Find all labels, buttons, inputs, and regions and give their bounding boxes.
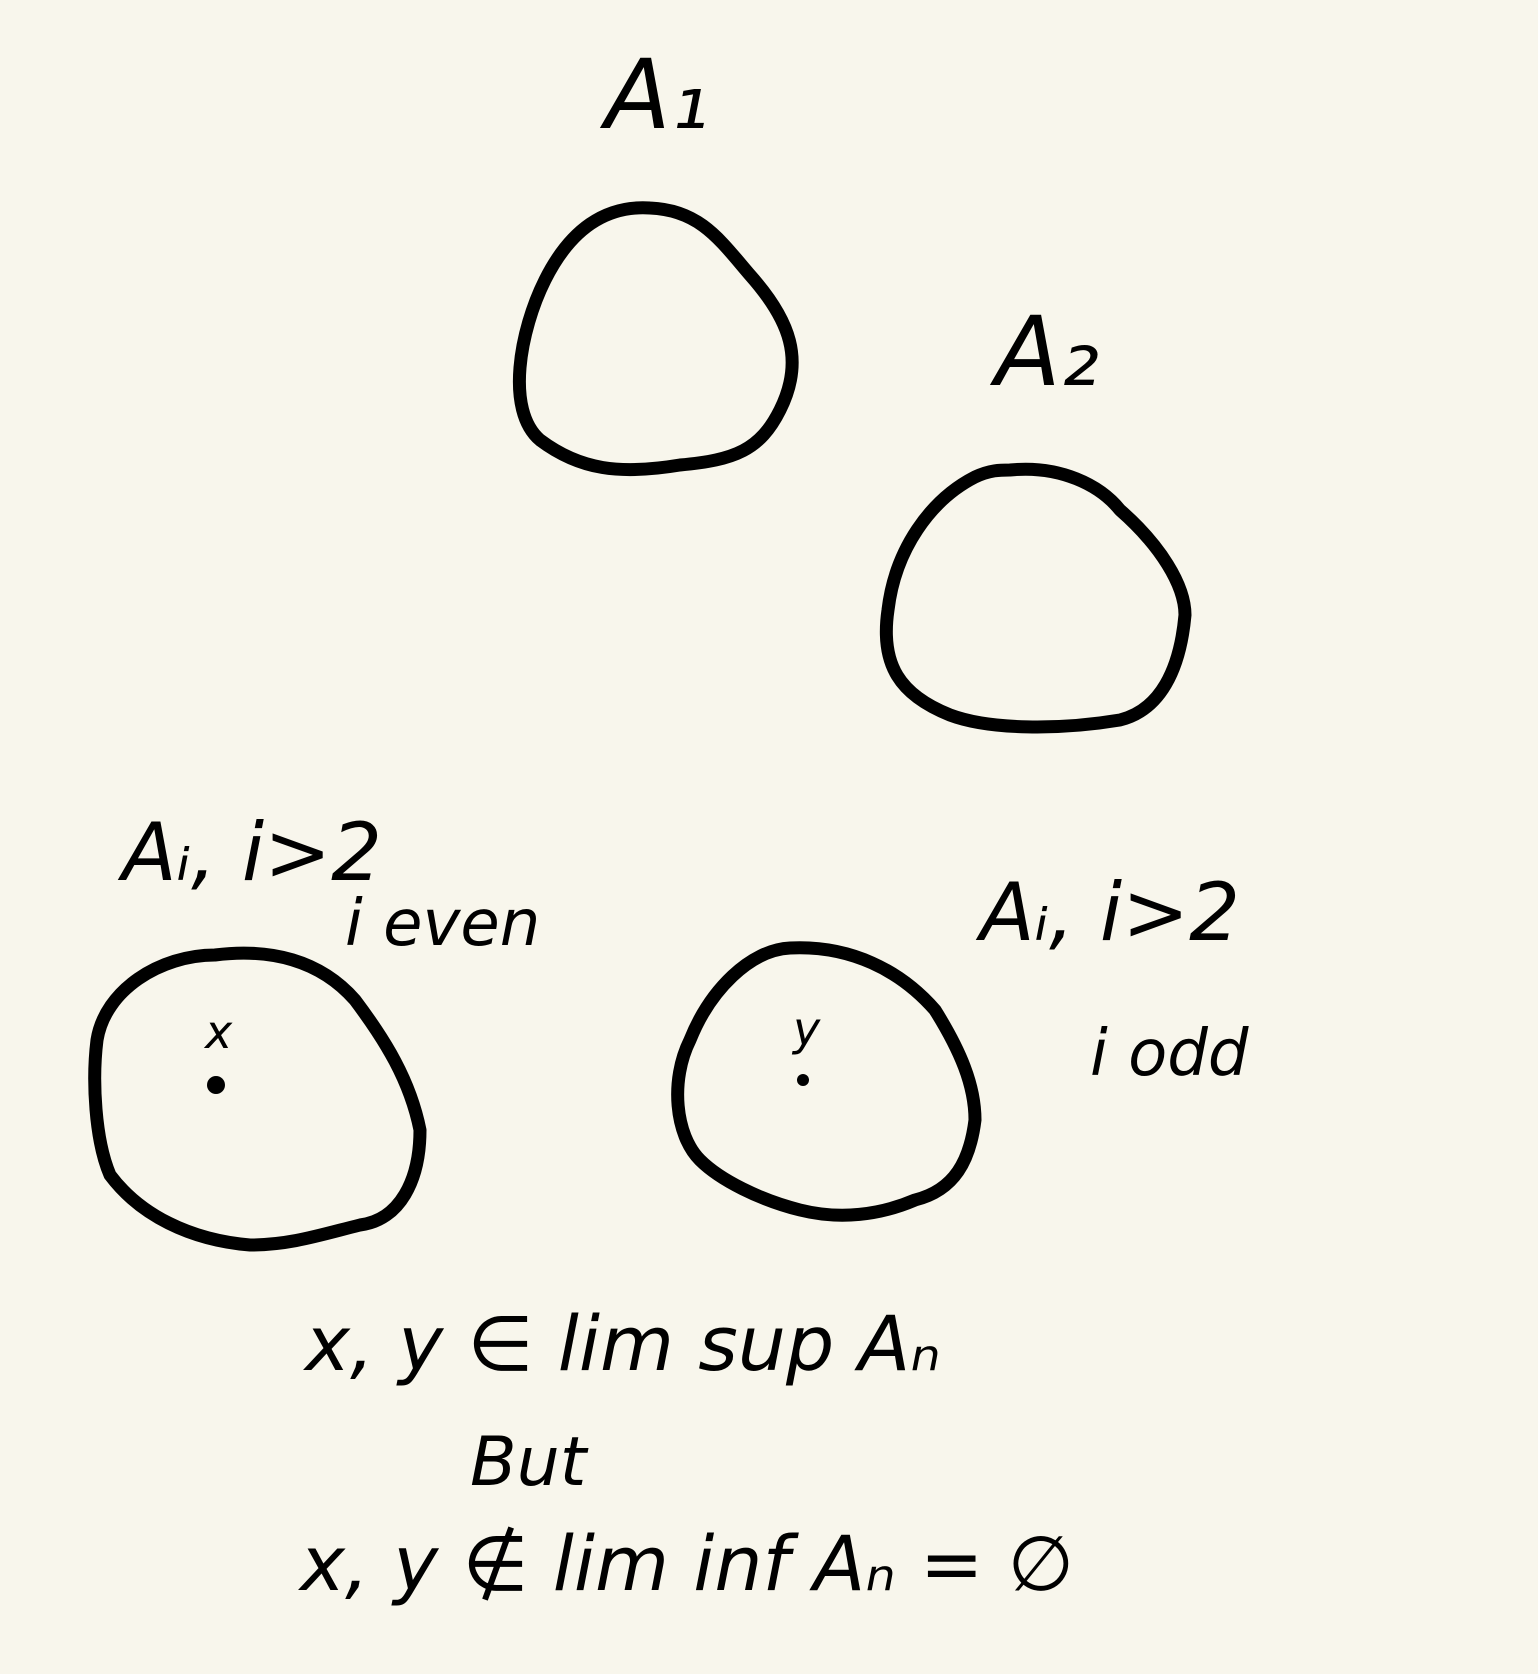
statement-liminf: x, y ∉ lim inf Aₙ = ∅ [298, 1519, 1074, 1608]
point-x-dot [207, 1076, 225, 1094]
label-odd-set: Aᵢ, i>2 [975, 866, 1240, 959]
point-y-dot [797, 1074, 809, 1086]
label-a1: A₁ [599, 39, 709, 151]
set-odd-circle [671, 941, 982, 1222]
label-a2: A₂ [989, 296, 1099, 408]
point-y-label: y [791, 1002, 821, 1056]
label-odd-condition: i odd [1090, 1017, 1249, 1091]
set-a2-circle [879, 462, 1192, 734]
set-even-circle [88, 946, 427, 1252]
point-x-label: x [203, 1005, 233, 1059]
set-a1-circle [512, 201, 799, 477]
statement-but: But [470, 1423, 589, 1502]
label-even-set: Aᵢ, i>2 [117, 806, 382, 899]
label-even-condition: i even [345, 887, 540, 961]
statement-limsup: x, y ∈ lim sup Aₙ [303, 1299, 941, 1388]
